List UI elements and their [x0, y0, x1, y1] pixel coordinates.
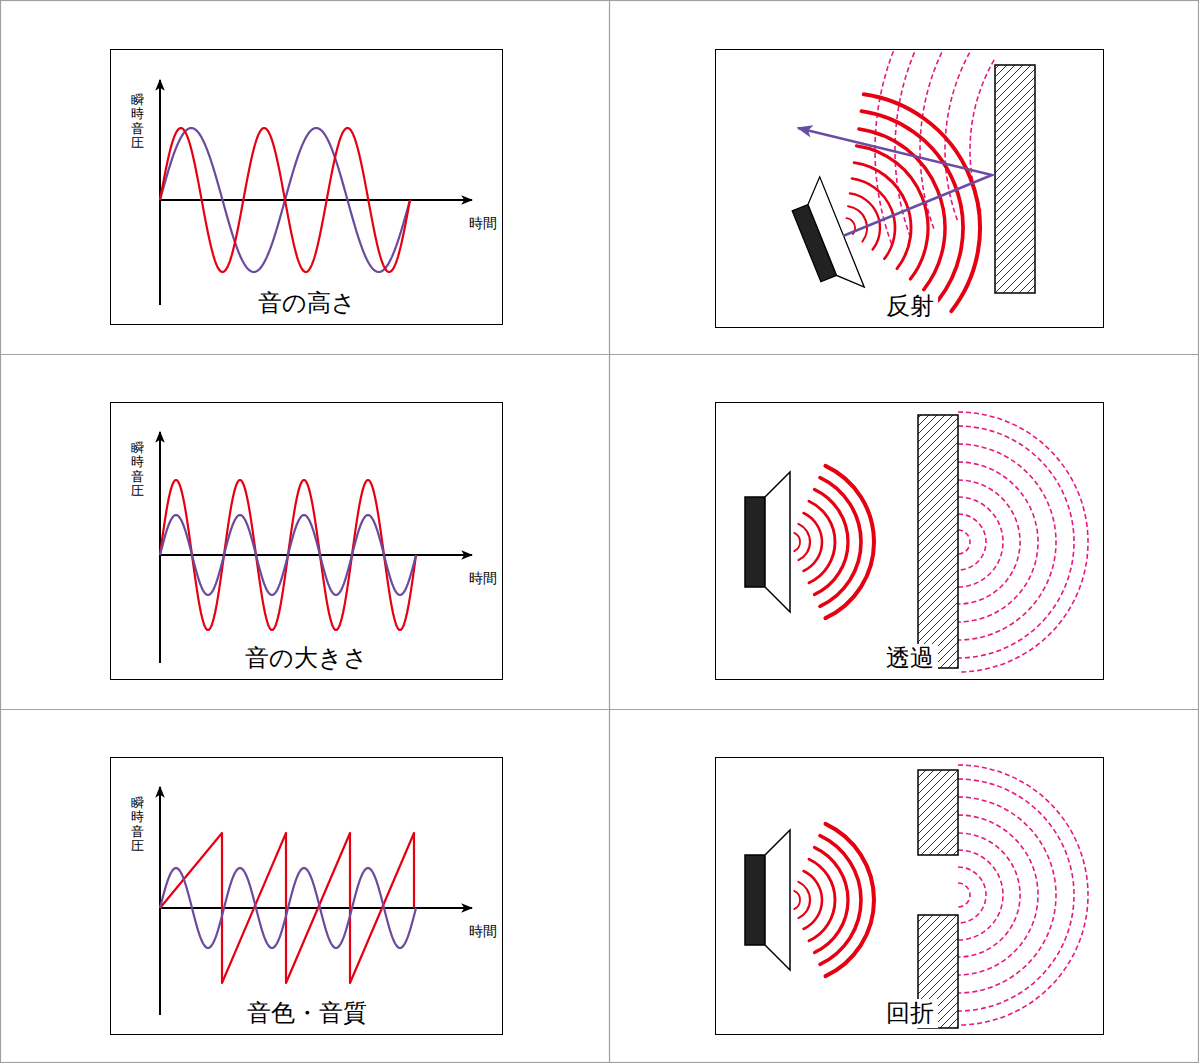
wave-arc — [809, 859, 835, 941]
wave-arc — [820, 478, 861, 607]
panel-caption: 音の大きさ — [241, 644, 372, 673]
axis-label: 時間 — [469, 923, 497, 940]
waveform — [160, 128, 410, 272]
dashed-wave-arc — [958, 530, 970, 554]
graph-panel: 瞬時音圧時間音色・音質 — [110, 757, 503, 1035]
axis-label: 時間 — [469, 570, 497, 587]
x-axis — [160, 199, 472, 201]
wall — [918, 770, 958, 855]
wave-arc — [825, 466, 874, 618]
wave-arc — [794, 533, 800, 551]
axis-label: 瞬時音圧 — [131, 796, 144, 853]
wave-arc — [825, 824, 874, 976]
wall — [995, 65, 1035, 293]
wave-arc — [815, 847, 848, 952]
grid-line — [0, 354, 1199, 355]
panel-caption: 透過 — [882, 644, 938, 673]
speaker-cone — [765, 830, 790, 970]
axes — [160, 80, 472, 1015]
dashed-wave-arc — [958, 412, 1088, 672]
wave-arc — [854, 163, 911, 269]
wave-arc — [815, 489, 848, 594]
grid-line — [609, 0, 610, 1063]
sound-waves — [794, 466, 874, 618]
transmitted-waves — [958, 412, 1088, 672]
x-axis — [160, 907, 472, 909]
grid-line — [0, 709, 1199, 710]
dashed-wave-arc — [958, 797, 1056, 993]
wave-arc — [848, 206, 867, 241]
dashed-wave-arc — [958, 462, 1038, 622]
illustration-panel: 回折 — [715, 757, 1104, 1035]
panel-caption: 音の高さ — [254, 289, 360, 318]
panel-caption: 回折 — [882, 999, 938, 1028]
dashed-wave-arc — [958, 444, 1056, 640]
speaker — [745, 830, 790, 970]
dashed-wave-arc — [958, 867, 986, 923]
axis-label: 時間 — [469, 215, 497, 232]
dashed-wave-arc — [875, 50, 925, 244]
speaker-cone — [800, 177, 864, 295]
wave-arc — [820, 836, 861, 965]
x-axis — [160, 554, 472, 556]
waveform — [160, 868, 416, 948]
dashed-wave-arc — [958, 779, 1074, 1011]
dashed-wave-arc — [958, 480, 1020, 604]
dashed-wave-arc — [958, 765, 1088, 1025]
panel-caption: 反射 — [882, 292, 938, 321]
wave-arc — [804, 871, 822, 929]
illustration-panel: 透過 — [715, 402, 1104, 680]
dashed-wave-arc — [895, 50, 941, 237]
wave-arc — [857, 146, 928, 279]
waveforms — [160, 128, 416, 983]
wave-arc — [809, 501, 835, 583]
speaker-magnet — [745, 855, 765, 945]
speaker-cone — [765, 472, 790, 612]
dashed-wave-arc — [958, 850, 1003, 940]
waveform — [160, 128, 410, 272]
reflection-ray — [798, 128, 992, 236]
dashed-wave-arc — [958, 497, 1003, 587]
speaker — [784, 177, 864, 302]
axis-label: 瞬時音圧 — [131, 441, 144, 498]
wave-arc — [804, 513, 822, 571]
dashed-wave-arc — [958, 833, 1020, 957]
wave-arc — [798, 882, 810, 918]
graph-panel: 瞬時音圧時間音の大きさ — [110, 402, 503, 680]
speaker-magnet — [745, 497, 765, 587]
diffracted-waves — [958, 765, 1088, 1025]
sound-waves — [794, 824, 874, 976]
speaker — [745, 472, 790, 612]
waveform — [160, 515, 416, 595]
wall — [918, 415, 958, 668]
waveform — [160, 480, 416, 630]
wave-arc — [798, 524, 810, 560]
illustration-panel: 反射 — [715, 49, 1104, 328]
wave-arc — [794, 891, 800, 909]
panel-caption: 音色・音質 — [243, 999, 371, 1028]
graph-panel: 瞬時音圧時間音の高さ — [110, 49, 503, 325]
dashed-wave-arc — [958, 514, 986, 570]
axis-label: 瞬時音圧 — [131, 93, 144, 150]
dashed-wave-arc — [958, 815, 1038, 975]
sound-waves — [846, 94, 980, 311]
dashed-wave-arc — [958, 883, 970, 907]
dashed-wave-arc — [958, 426, 1074, 658]
